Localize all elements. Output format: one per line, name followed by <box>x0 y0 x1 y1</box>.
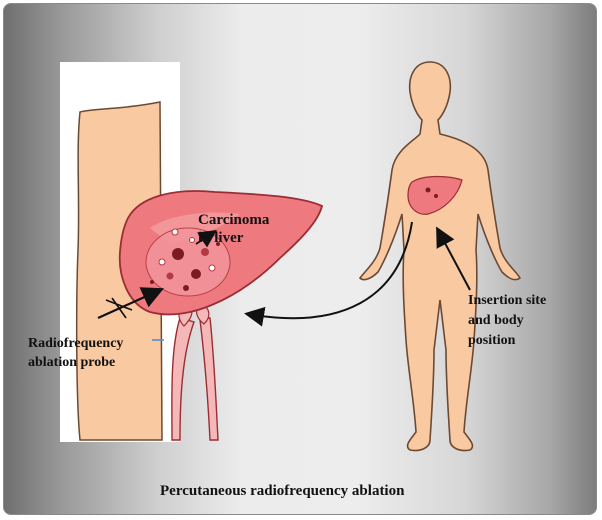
small-tumor-dot <box>426 188 431 193</box>
label-probe-2: ablation probe <box>28 355 115 370</box>
label-carcinoma: Carcinoma <box>198 212 270 228</box>
label-probe: Radiofrequency <box>28 336 123 351</box>
label-carcinoma-2: in liver <box>198 230 244 246</box>
small-tumor-dot <box>434 194 438 198</box>
label-insertion-3: position <box>468 333 516 348</box>
human-body <box>360 62 520 451</box>
label-insertion-2: and body <box>468 313 524 328</box>
hepatic-vessels <box>172 300 218 440</box>
label-insertion: Insertion site <box>468 293 546 308</box>
caption: Percutaneous radiofrequency ablation <box>160 483 405 499</box>
